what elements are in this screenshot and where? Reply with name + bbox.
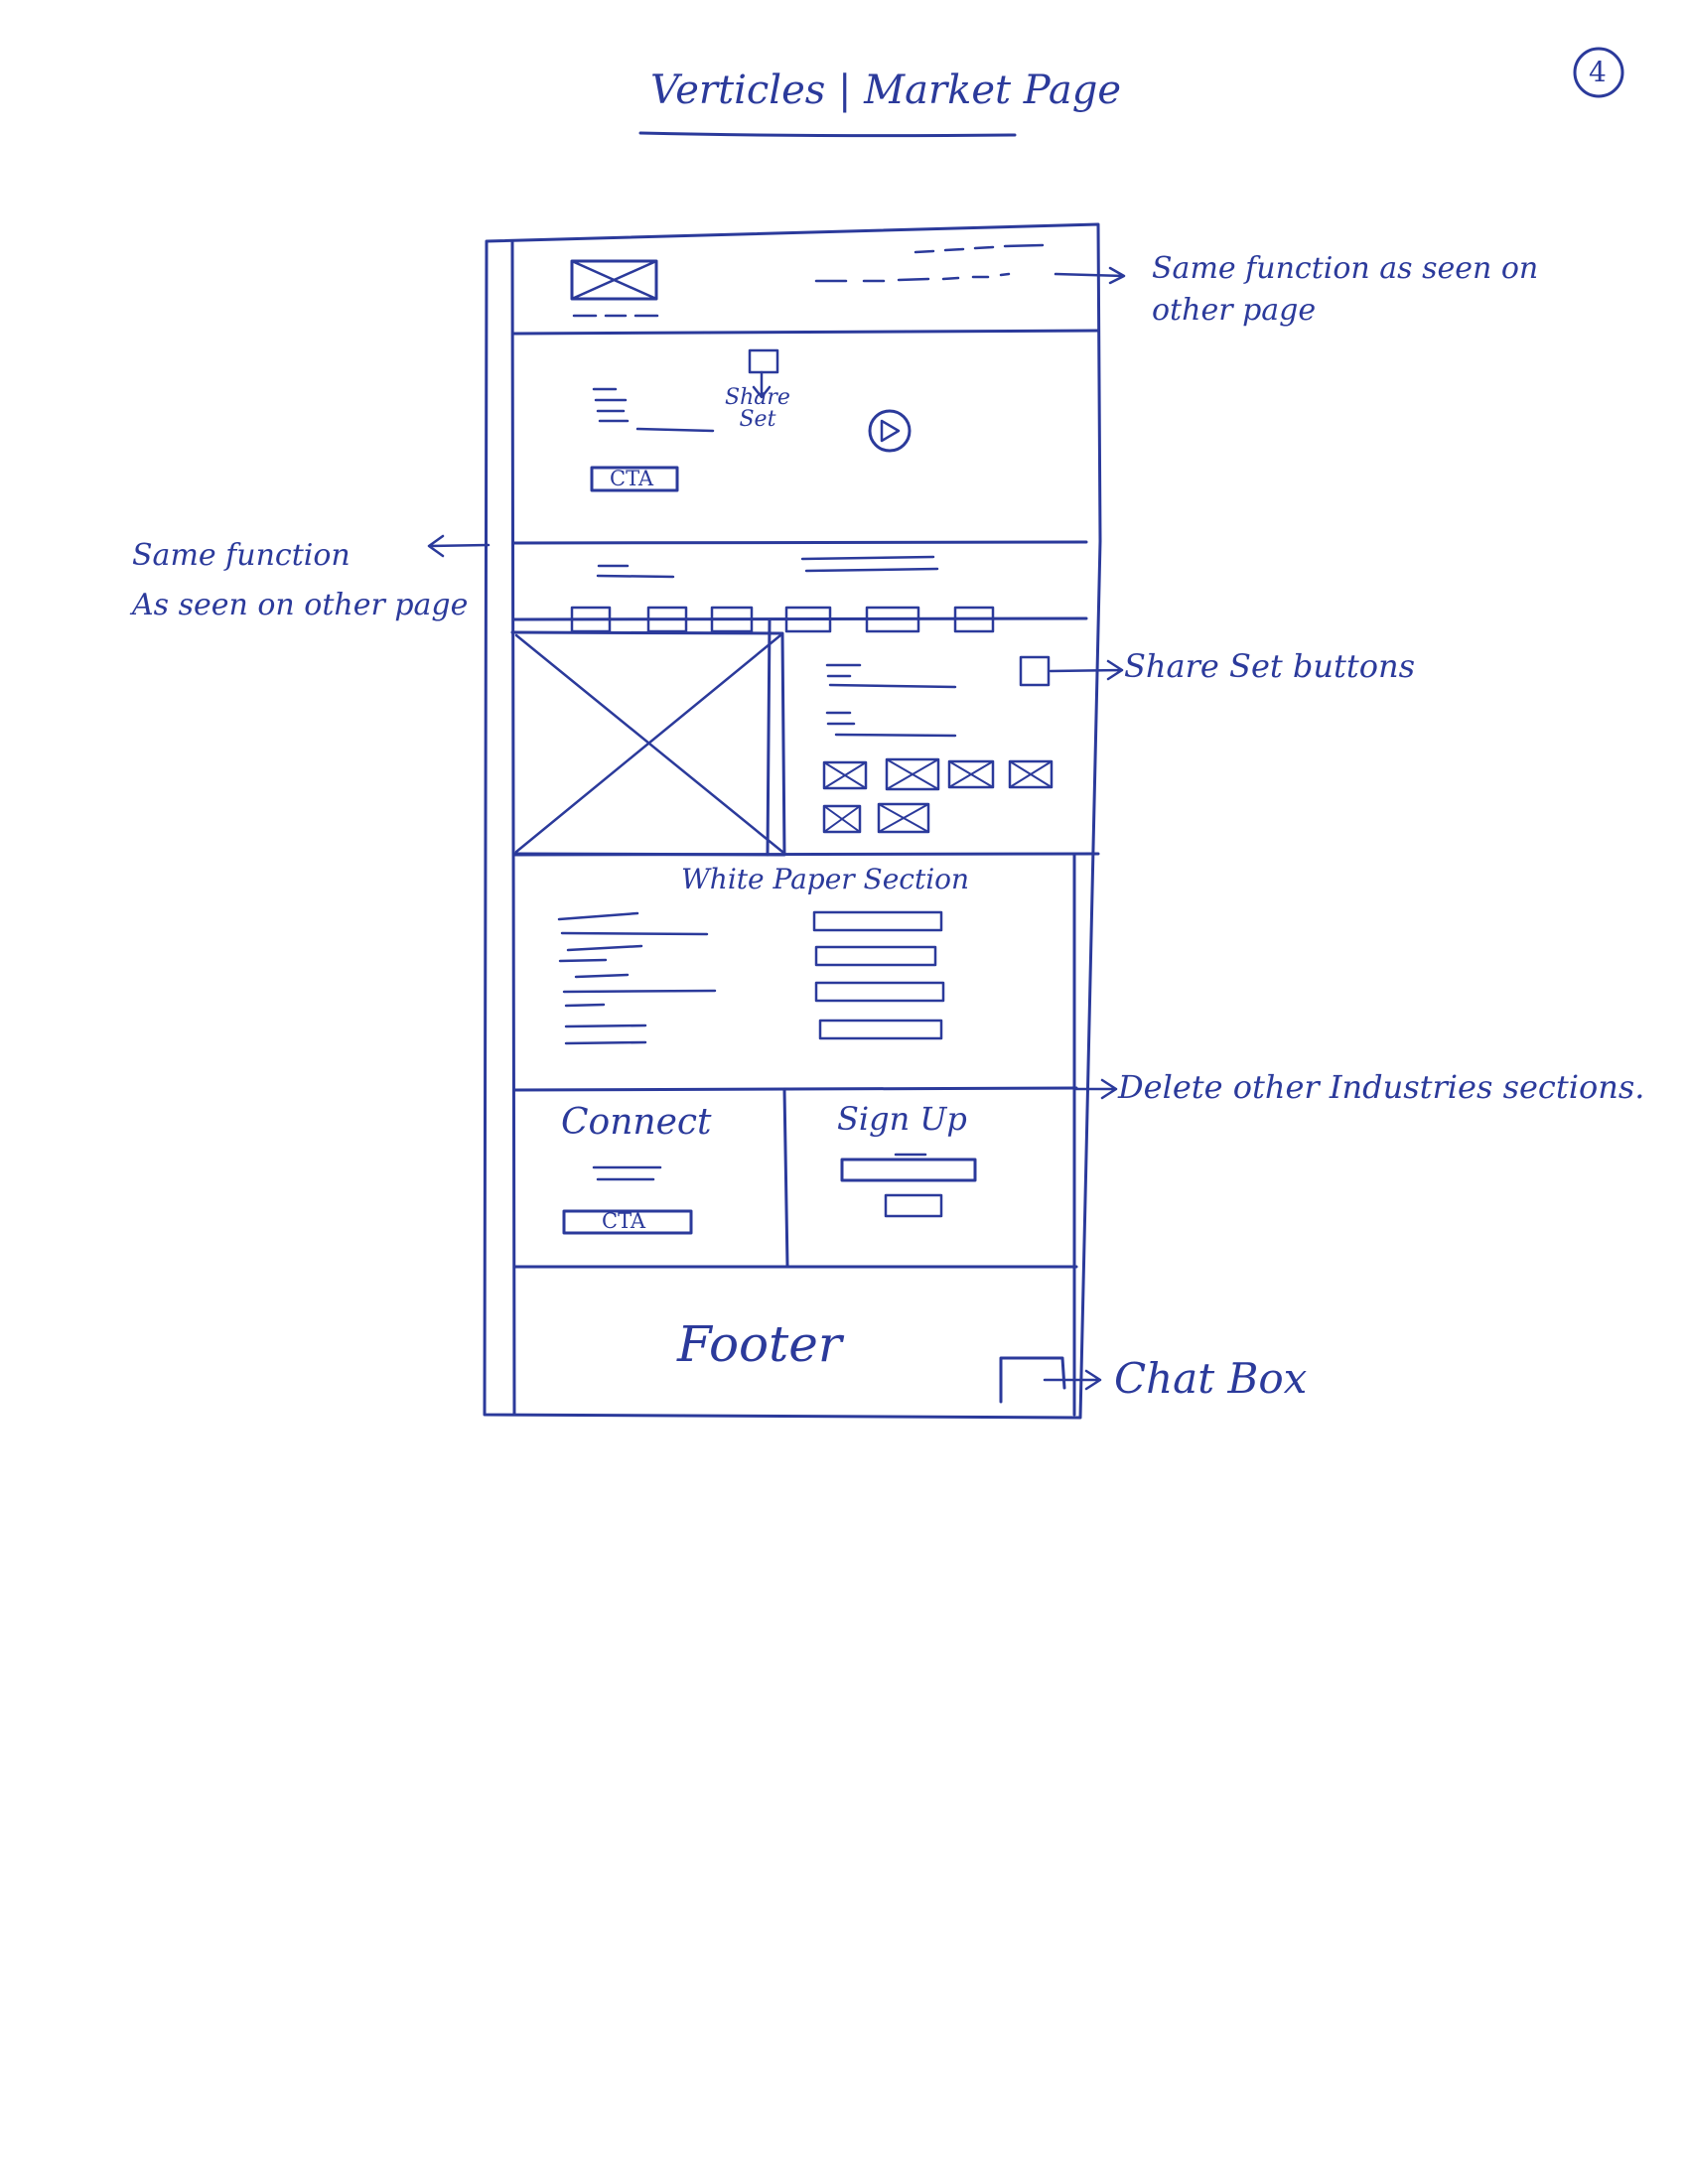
page-title: Verticles | Market Page xyxy=(650,68,1122,113)
hero-share-set-label: Share Set xyxy=(725,385,790,432)
share-set-annotation-arrow xyxy=(1049,659,1124,681)
nav-divider xyxy=(512,540,1088,545)
chat-annotation-arrow xyxy=(1043,1369,1102,1391)
feature-divider xyxy=(512,852,1100,857)
share-set-tabs xyxy=(570,606,995,633)
chat-box-widget xyxy=(999,1356,1066,1404)
nav-annotation-arrow xyxy=(427,534,491,558)
share-set-annotation: Share Set buttons xyxy=(1124,647,1416,685)
feature-share-set-button xyxy=(1019,655,1051,687)
nav-annotation: Same function As seen on other page xyxy=(132,538,469,622)
feature-image-placeholder xyxy=(510,630,786,857)
page-number: 4 xyxy=(1589,56,1607,88)
play-video-icon xyxy=(868,409,912,453)
footer-title: Footer xyxy=(677,1315,842,1373)
connect-cta-label: CTA xyxy=(602,1209,646,1233)
frame-outline xyxy=(483,222,1102,1420)
page-number-circle xyxy=(1573,47,1624,98)
connect-title: Connect xyxy=(561,1102,712,1143)
header-divider xyxy=(512,329,1100,336)
white-paper-links xyxy=(812,910,945,1040)
white-paper-divider xyxy=(512,1086,1078,1092)
connect-cta-button xyxy=(562,1209,693,1235)
header-annotation-arrow xyxy=(1054,266,1126,285)
delete-sections-annotation: Delete other Industries sections. xyxy=(1118,1068,1645,1106)
sign-up-input-field xyxy=(840,1158,977,1182)
sign-up-title: Sign Up xyxy=(837,1100,967,1138)
frame-inner-edge xyxy=(510,240,516,1417)
delete-annotation-arrow xyxy=(1074,1078,1118,1100)
white-paper-section-title: White Paper Section xyxy=(681,863,970,895)
hero-cta-label: CTA xyxy=(610,467,654,490)
header-annotation: Same function as seen on other page xyxy=(1152,251,1539,328)
hero-cta-button xyxy=(590,466,679,492)
header-logo-placeholder xyxy=(570,259,658,301)
chat-box-annotation: Chat Box xyxy=(1114,1354,1308,1403)
sign-up-submit-button xyxy=(884,1193,943,1218)
hero-share-set-icon xyxy=(748,348,779,374)
feature-thumbnails xyxy=(822,757,1054,834)
